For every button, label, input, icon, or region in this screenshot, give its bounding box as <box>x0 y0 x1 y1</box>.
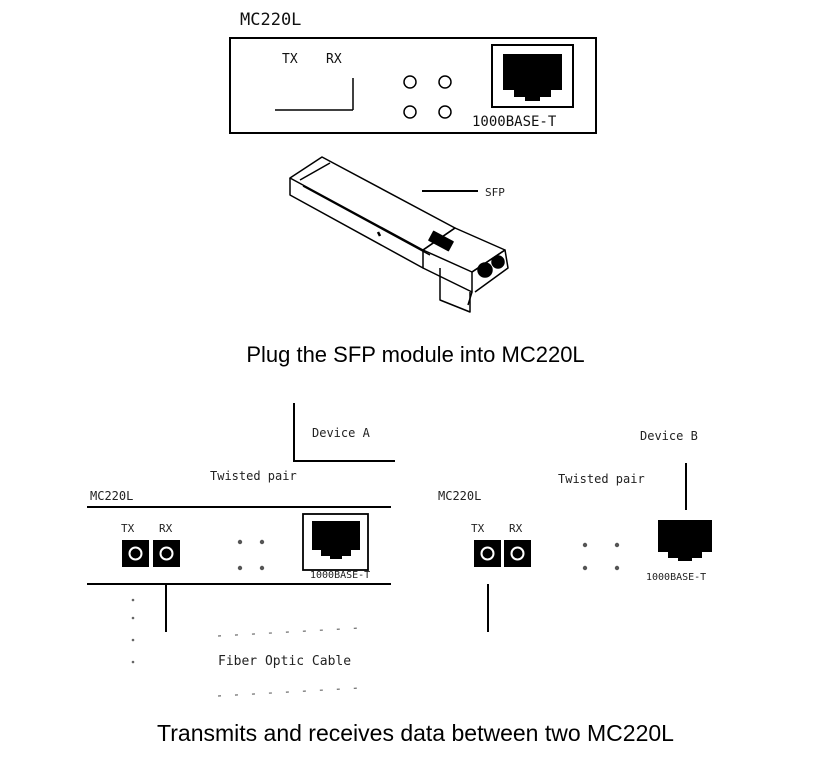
rj45-jack-icon <box>658 520 712 561</box>
device-b-rj45-port <box>658 520 712 561</box>
led-icon <box>438 75 452 89</box>
top-device-title: MC220L <box>240 10 301 30</box>
right-twisted-pair-label: Twisted pair <box>558 472 645 486</box>
top-port-tx-label: TX <box>282 52 298 67</box>
top-rj45-port <box>491 44 574 108</box>
device-a-led-group <box>237 539 265 571</box>
device-a-title: MC220L <box>90 489 133 503</box>
device-b-rx-label: RX <box>509 522 523 535</box>
led-icon <box>614 542 620 548</box>
device-a-rj45-label: 1000BASE-T <box>310 570 370 581</box>
device-b-rj45-label: 1000BASE-T <box>646 572 706 583</box>
led-icon <box>237 565 243 571</box>
sfp-module-icon <box>289 156 509 313</box>
top-port-rx-label: RX <box>326 52 342 67</box>
device-a-callout-line <box>293 403 395 462</box>
led-icon <box>403 75 417 89</box>
led-icon <box>438 105 452 119</box>
led-icon <box>582 542 588 548</box>
fiber-cable-dashes <box>131 598 361 697</box>
bottom-caption: Transmits and receives data between two … <box>157 720 674 746</box>
led-icon <box>259 565 265 571</box>
top-figure: MC220L TX RX 1000BASE-T <box>229 10 597 313</box>
left-twisted-pair-label: Twisted pair <box>210 469 297 483</box>
top-rj45-label: 1000BASE-T <box>472 114 557 130</box>
right-device-label: Device B <box>640 429 698 443</box>
rj45-jack-icon <box>503 54 562 101</box>
device-a-rx-label: RX <box>159 522 173 535</box>
device-a-fiber-ports <box>122 540 180 567</box>
led-icon <box>259 539 265 545</box>
device-a-tx-label: TX <box>121 522 135 535</box>
led-icon <box>237 539 243 545</box>
rj45-jack-icon <box>312 521 360 559</box>
top-sfp-slot <box>275 78 354 111</box>
device-b-tx-label: TX <box>471 522 485 535</box>
device-b-led-group <box>582 542 620 571</box>
led-icon <box>582 565 588 571</box>
device-a-rj45-port <box>302 513 369 571</box>
top-device-front-panel <box>229 37 597 134</box>
left-device-label: Device A <box>312 426 371 440</box>
led-icon <box>614 565 620 571</box>
top-caption: Plug the SFP module into MC220L <box>246 342 585 367</box>
led-icon <box>403 105 417 119</box>
fiber-cable-label: Fiber Optic Cable <box>218 654 351 669</box>
top-led-group <box>403 75 452 119</box>
device-b-title: MC220L <box>438 489 481 503</box>
sfp-pointer-label: SFP <box>485 186 505 199</box>
bottom-figure: Device A Twisted pair MC220L TX RX 1000B… <box>87 403 712 697</box>
device-b-fiber-ports <box>474 540 531 567</box>
